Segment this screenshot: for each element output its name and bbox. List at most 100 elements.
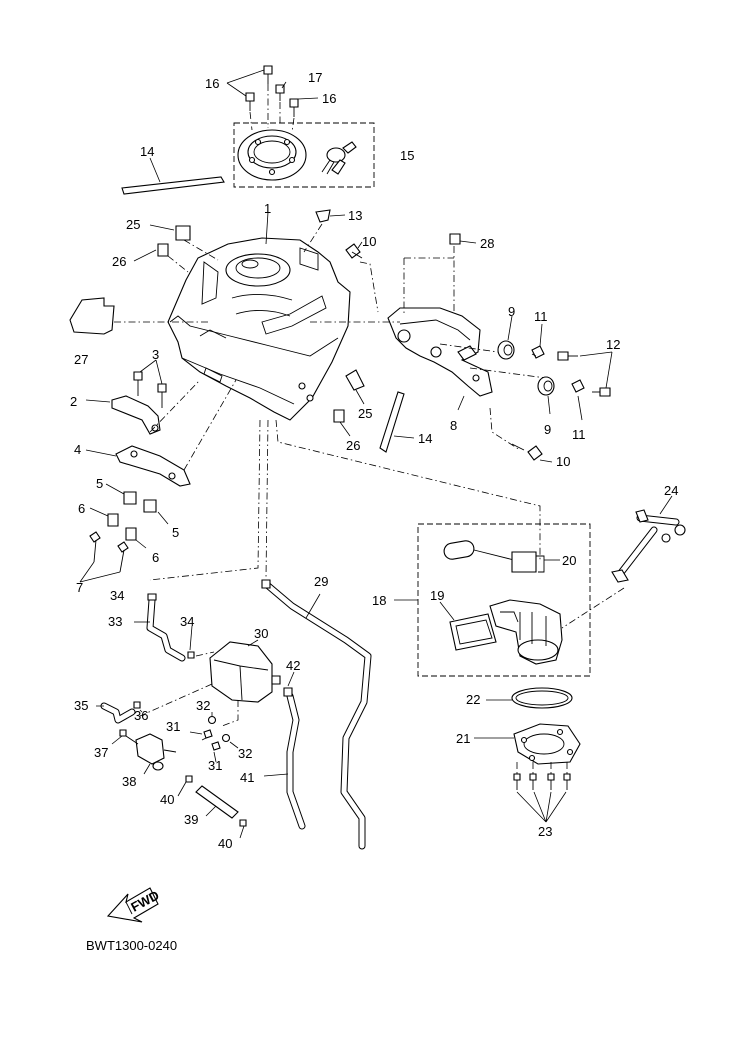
callout-38: 38 [122, 774, 136, 789]
callout-33: 33 [108, 614, 122, 629]
callout-28: 28 [480, 236, 494, 251]
strip-14-top [121, 157, 225, 195]
canister-body [209, 641, 273, 703]
fuel-tank-body [167, 237, 351, 421]
callout-4: 4 [74, 442, 81, 457]
callout-36: 36 [134, 708, 148, 723]
filter-39 [195, 785, 239, 819]
callout-31a: 31 [166, 719, 180, 734]
bolts-16-17 [226, 65, 319, 133]
callout-35: 35 [74, 698, 88, 713]
callout-6a: 6 [78, 501, 85, 516]
callout-37: 37 [94, 745, 108, 760]
callout-24: 24 [664, 483, 678, 498]
callout-25b: 25 [358, 406, 372, 421]
callout-40b: 40 [218, 836, 232, 851]
hoses-lower [134, 579, 372, 850]
callout-41: 41 [240, 770, 254, 785]
fwd-arrow-icon: FWD [106, 887, 162, 923]
callout-27: 27 [74, 352, 88, 367]
pump-mount [474, 687, 581, 823]
callout-7: 7 [76, 580, 83, 595]
collar-5a [123, 491, 137, 505]
callout-11b: 11 [572, 427, 586, 442]
collar-6b [125, 527, 137, 541]
callout-13: 13 [348, 208, 362, 223]
pad-25 [175, 225, 191, 241]
left-bracket-assembly [79, 359, 237, 583]
callout-29: 29 [314, 574, 328, 589]
callout-39: 39 [184, 812, 198, 827]
callout-21: 21 [456, 731, 470, 746]
callout-32b: 32 [238, 746, 252, 761]
retainer-21 [513, 723, 581, 765]
callout-32a: 32 [196, 698, 210, 713]
canister-30 [139, 639, 281, 727]
callout-30: 30 [254, 626, 268, 641]
cover-27 [69, 297, 115, 335]
key-icon [321, 141, 357, 175]
grommet-13 [315, 209, 331, 223]
fuel-level-float [443, 540, 475, 560]
callout-16a: 16 [205, 76, 219, 91]
callout-14a: 14 [140, 144, 154, 159]
bolts-10 [345, 241, 553, 463]
callout-22: 22 [466, 692, 480, 707]
strip-14-lower [379, 391, 415, 453]
o-ring-22 [511, 687, 573, 709]
small-parts-lower [333, 369, 365, 437]
bracket-2 [111, 395, 161, 435]
bracket-4 [115, 445, 191, 487]
collar-6a [107, 513, 119, 527]
callout-14b: 14 [418, 431, 432, 446]
callout-3: 3 [152, 347, 159, 362]
callout-23: 23 [538, 824, 552, 839]
collar-5b [143, 499, 157, 513]
callout-26b: 26 [346, 438, 360, 453]
drawing-code: BWT1300-0240 [86, 938, 177, 953]
callout-20: 20 [562, 553, 576, 568]
callout-26a: 26 [112, 254, 126, 269]
callout-6b: 6 [152, 550, 159, 565]
callout-5b: 5 [172, 525, 179, 540]
callout-31b: 31 [208, 758, 222, 773]
valve-38 [135, 733, 165, 765]
damper-28 [449, 233, 461, 245]
small-parts-upper [69, 209, 477, 335]
callout-40a: 40 [160, 792, 174, 807]
callout-5a: 5 [96, 476, 103, 491]
fuel-sender-unit [511, 551, 537, 573]
valve-filter-assembly [96, 701, 247, 839]
callout-18: 18 [372, 593, 386, 608]
callout-10b: 10 [556, 454, 570, 469]
callout-16b: 16 [322, 91, 336, 106]
callout-2: 2 [70, 394, 77, 409]
bracket-8 [310, 257, 547, 451]
washers-bolts-9-11-12 [497, 315, 613, 421]
callout-42: 42 [286, 658, 300, 673]
callout-10a: 10 [362, 234, 376, 249]
fuel-cap-assembly [233, 122, 375, 188]
callout-15: 15 [400, 148, 414, 163]
fuel-tank-filler-neck [225, 253, 291, 287]
hose-24 [561, 495, 686, 629]
callout-17: 17 [308, 70, 322, 85]
callout-11a: 11 [534, 309, 548, 324]
fuel-cap-assembly-box [233, 122, 375, 188]
callout-34b: 34 [180, 614, 194, 629]
fuel-tank [167, 211, 351, 421]
screws-31-washers-32 [189, 712, 239, 763]
callout-9a: 9 [508, 304, 515, 319]
callout-34a: 34 [110, 588, 124, 603]
fuel-pump-assembly [394, 523, 591, 677]
callout-8: 8 [450, 418, 457, 433]
damper-26 [157, 243, 169, 257]
gasket-19 [449, 613, 497, 651]
callout-25a: 25 [126, 217, 140, 232]
tank-connection-leads [149, 419, 541, 581]
callout-labels: 1 2 3 4 5 5 6 6 7 8 9 9 10 10 11 11 12 1… [70, 70, 678, 851]
callout-1: 1 [264, 201, 271, 216]
callout-19: 19 [430, 588, 444, 603]
callout-12: 12 [606, 337, 620, 352]
